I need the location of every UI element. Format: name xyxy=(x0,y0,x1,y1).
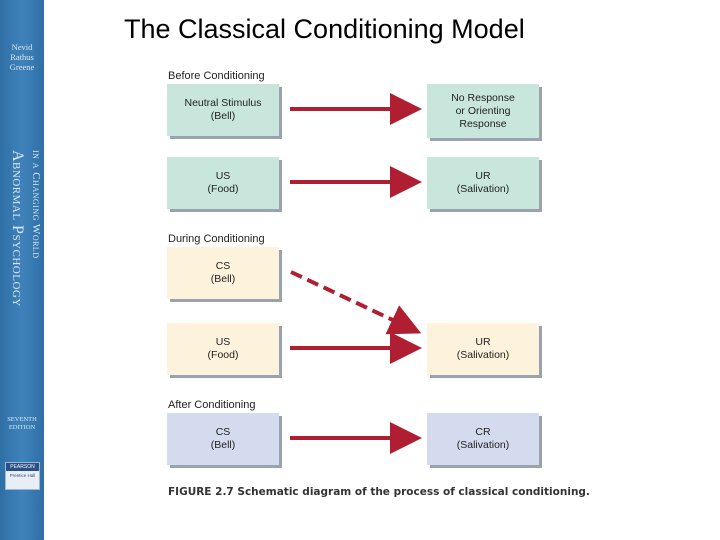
box-sublabel: (Food) xyxy=(207,349,239,361)
box-sublabel: (Bell) xyxy=(210,110,236,122)
box-label: UR xyxy=(475,336,491,348)
publisher-imprint: Prentice Hall xyxy=(9,473,36,478)
box-cs-bell-during: CS (Bell) xyxy=(167,247,279,299)
box-no-response: No Response or Orienting Response xyxy=(427,84,539,138)
box-ur-salivation-during: UR (Salivation) xyxy=(427,323,539,375)
box-cr-salivation: CR (Salivation) xyxy=(427,413,539,465)
box-ur-salivation-before: UR (Salivation) xyxy=(427,157,539,209)
edition-line1: SEVENTH xyxy=(7,416,37,423)
box-label: US xyxy=(215,336,231,348)
publisher-name: PEARSON xyxy=(6,463,39,471)
box-label: CS xyxy=(215,426,231,438)
author-name: Rathus xyxy=(10,52,34,62)
publisher-logo: PEARSON Prentice Hall xyxy=(5,462,40,490)
box-label: CR xyxy=(475,426,491,438)
box-label: Response xyxy=(459,117,507,130)
figure-caption: FIGURE 2.7 Schematic diagram of the proc… xyxy=(168,486,590,498)
box-us-food-during: US (Food) xyxy=(167,323,279,375)
box-neutral-stimulus: Neutral Stimulus (Bell) xyxy=(167,84,279,136)
box-label: CS xyxy=(215,260,231,272)
section-label-during: During Conditioning xyxy=(168,233,265,245)
box-label: or Orienting xyxy=(455,104,511,117)
arrow-during-cs-dashed xyxy=(290,270,422,335)
box-sublabel: (Salivation) xyxy=(456,183,510,195)
box-sublabel: (Bell) xyxy=(210,273,236,285)
box-us-food-before: US (Food) xyxy=(167,157,279,209)
box-sublabel: (Salivation) xyxy=(456,439,510,451)
section-label-after: After Conditioning xyxy=(168,399,256,411)
edition-line2: EDITION xyxy=(8,424,36,431)
box-cs-bell-after: CS (Bell) xyxy=(167,413,279,465)
box-sublabel: (Salivation) xyxy=(456,349,510,361)
author-name: Greene xyxy=(9,62,35,72)
book-cover-strip: Nevid Rathus Greene Abnormal Psychology … xyxy=(0,0,44,540)
slide-title: The Classical Conditioning Model xyxy=(124,14,525,44)
author-name: Nevid xyxy=(11,42,33,52)
box-label: No Response xyxy=(451,91,515,104)
box-sublabel: (Bell) xyxy=(210,439,236,451)
section-label-before: Before Conditioning xyxy=(168,70,265,82)
book-authors: Nevid Rathus Greene xyxy=(0,42,44,72)
box-label: US xyxy=(215,170,231,182)
box-sublabel: (Food) xyxy=(207,183,239,195)
book-edition: SEVENTH EDITION xyxy=(0,416,44,432)
box-label: UR xyxy=(475,170,491,182)
box-label: Neutral Stimulus xyxy=(184,97,262,109)
